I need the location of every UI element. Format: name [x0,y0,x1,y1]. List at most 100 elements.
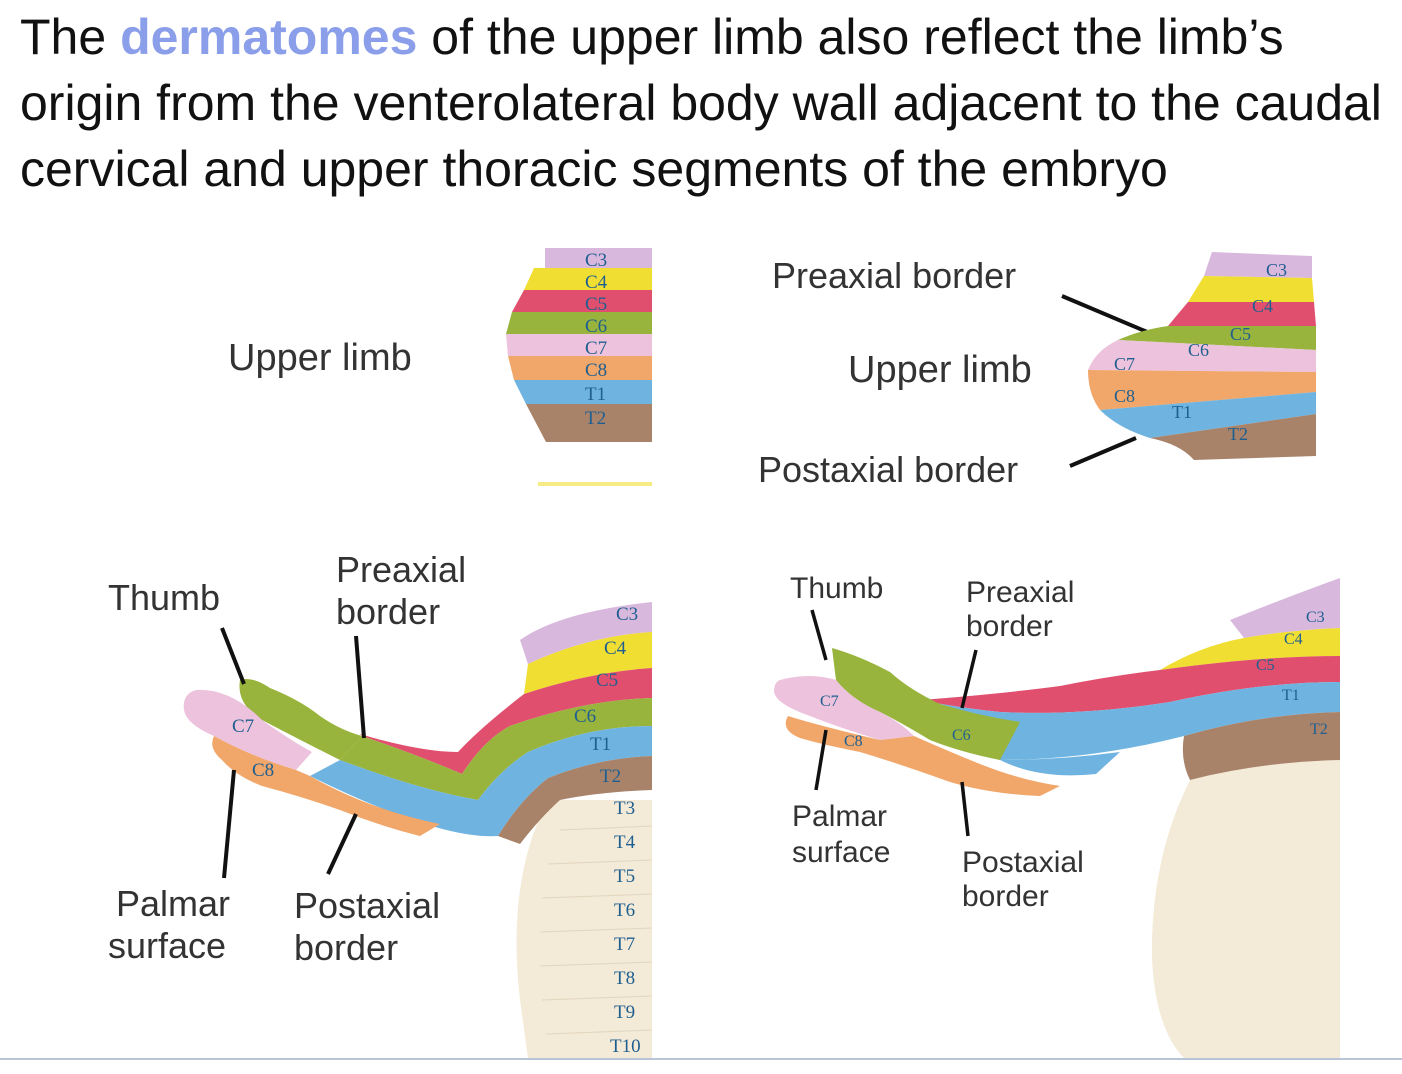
seg-label: C7 [232,716,254,737]
seg-label: T2 [1310,721,1328,738]
postaxial-leader-line [960,781,970,837]
band-c5 [920,656,1340,713]
palmar-label: Palmar [792,800,887,833]
postaxial-border-label: Postaxial border [758,449,1018,490]
trunk [1151,760,1340,1058]
band-t2 [526,404,652,442]
heading-suffix: of the upper limb also reflect the limb’… [20,9,1382,197]
rib-line [559,825,653,831]
band-c5 [512,290,652,312]
seg-label: T2 [600,766,621,787]
preaxial-border-label: Preaxial border [772,255,1016,296]
band-c4 [1188,276,1314,302]
postaxial-leader-line [326,813,358,875]
palmar-label: surface [792,836,890,869]
seg-label: T1 [1282,687,1300,704]
panel-limb-outgrowth: Preaxial border Upper limb Postaxial bor… [758,252,1316,490]
seg-label: T2 [1228,424,1248,444]
band-c7 [1088,340,1316,372]
band-t2 [498,756,652,844]
band-c8 [1088,370,1316,410]
band-c6 [832,648,1020,760]
rib-line [547,859,653,865]
band-c4 [524,268,652,290]
thumb-leader-line [220,627,246,685]
thumb-label: Thumb [790,572,883,605]
trunk [516,800,652,1058]
seg-label: C8 [585,360,607,381]
band-t1 [1100,392,1316,438]
seg-label: C4 [1252,296,1273,316]
panel-early-limb-bud: Upper limb C3 C4 C5 C6 C7 C8 T1 T2 [228,248,652,486]
postaxial-leader-line [1069,436,1137,468]
seg-label: C4 [585,272,608,293]
thoracic-label: T7 [614,934,635,955]
band-c7 [183,689,312,770]
thoracic-label: T4 [614,832,636,853]
postaxial-label: border [294,927,398,968]
rib-line [541,893,653,899]
band-t1 [514,380,652,404]
band-c5 [1168,302,1316,326]
seg-label: T1 [590,734,611,755]
seg-label: C8 [252,760,274,781]
rib-line [541,995,653,1001]
band-c4 [524,632,652,694]
thoracic-label: T9 [614,1002,635,1023]
preaxial-leader-line [960,649,978,709]
band-c6 [506,312,652,334]
thumb-label: Thumb [108,577,220,618]
band-c3 [1230,578,1340,638]
preaxial-label: Preaxial [336,549,466,590]
band-t1 [310,726,652,837]
upper-limb-label: Upper limb [228,337,412,379]
seg-label: C5 [585,294,607,315]
seg-label: C6 [585,316,607,337]
rib-line [539,961,653,967]
heading-prefix: The [20,9,121,65]
palmar-leader-line [222,769,236,879]
rib-line [545,1029,653,1035]
seg-label: C4 [604,638,627,659]
seg-label: C5 [1256,657,1275,674]
band-c6 [340,698,652,800]
seg-label: C8 [844,733,863,750]
thoracic-label: T10 [610,1036,641,1057]
seg-label: C8 [1114,386,1135,406]
seg-label: C7 [820,693,839,710]
seg-label: C3 [1306,609,1325,626]
band-c8 [508,356,652,380]
seg-label: C7 [585,338,607,359]
band-c3 [520,602,652,664]
band-c6-thumb [239,679,362,760]
seg-label: C6 [1188,340,1209,360]
preaxial-label: border [336,591,440,632]
panel-limb-rotated: C3 C4 C5 C6 T1 T2 C7 C8 T3 T4 T5 T6 T7 T… [108,549,653,1058]
band-c6 [1118,326,1316,350]
seg-label: T1 [1172,402,1192,422]
seg-label: C3 [616,604,638,625]
preaxial-leader-line [354,635,366,739]
seg-label: C5 [596,670,618,691]
band-t1 [920,682,1340,760]
postaxial-label: border [962,880,1049,913]
seg-label: T2 [585,408,606,429]
band-c5 [360,668,652,774]
seg-label: C4 [1284,631,1303,648]
band-c3 [1204,252,1312,278]
seg-label: C5 [1230,324,1251,344]
band-c8 [785,716,1060,796]
palmar-label: Palmar [116,883,230,924]
band-c4 [1160,628,1340,670]
bottom-divider [0,1058,1402,1060]
band-t1-lower [1000,752,1120,776]
band-c8 [212,736,440,836]
thoracic-label: T6 [614,900,635,921]
band-t2 [1182,712,1340,780]
preaxial-leader-line [1061,294,1153,336]
postaxial-label: Postaxial [962,846,1084,879]
seg-label: T1 [585,384,606,405]
seg-label: C6 [952,727,971,744]
preaxial-label: border [966,610,1053,643]
